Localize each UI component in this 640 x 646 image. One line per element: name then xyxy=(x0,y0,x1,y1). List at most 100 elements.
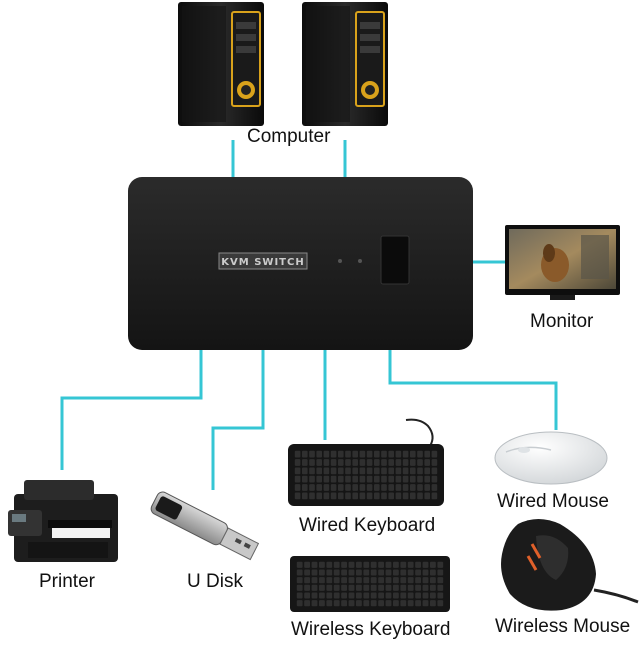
keyboard-key xyxy=(370,577,377,584)
keyboard-key xyxy=(356,561,362,568)
keyboard-key xyxy=(309,459,315,466)
keyboard-key xyxy=(323,450,330,458)
keyboard-key xyxy=(326,592,333,599)
keyboard-key xyxy=(352,459,358,466)
keyboard-key xyxy=(424,484,430,491)
keyboard-key xyxy=(395,492,402,500)
keyboard-key xyxy=(311,592,318,599)
keyboard-key xyxy=(388,484,394,491)
keyboard-key xyxy=(400,569,407,576)
keyboard-key xyxy=(348,592,355,599)
keyboard-key xyxy=(363,600,370,607)
keyboard-key xyxy=(363,584,370,591)
keyboard-key xyxy=(395,450,402,458)
computer-tower-icon xyxy=(302,2,388,126)
keyboard-key xyxy=(410,467,416,475)
keyboard-key xyxy=(437,561,444,568)
keyboard-key xyxy=(417,459,423,466)
keyboard-key xyxy=(319,561,325,568)
keyboard-key xyxy=(311,600,318,607)
keyboard-key xyxy=(410,475,416,483)
keyboard-key xyxy=(422,569,429,576)
keyboard-key xyxy=(311,569,318,576)
keyboard-key xyxy=(437,584,444,591)
keyboard-key xyxy=(388,475,394,483)
keyboard-key xyxy=(385,592,392,599)
keyboard-key xyxy=(415,592,421,599)
keyboard-key xyxy=(410,459,416,466)
keyboard-key xyxy=(333,577,340,584)
keyboard-key xyxy=(345,484,351,491)
keyboard-key xyxy=(366,475,373,483)
keyboard-key xyxy=(341,577,347,584)
keyboard-key xyxy=(323,459,330,466)
keyboard-key xyxy=(309,492,315,500)
computer-label: Computer xyxy=(247,126,331,147)
keyboard-key xyxy=(330,475,337,483)
keyboard-key xyxy=(402,484,409,491)
keyboard-key xyxy=(417,450,423,458)
wired-mouse-label: Wired Mouse xyxy=(497,491,609,512)
keyboard-key xyxy=(431,459,438,466)
keyboard-key xyxy=(304,592,310,599)
keyboard-key xyxy=(304,569,310,576)
keyboard-key xyxy=(385,577,392,584)
keyboard-key xyxy=(370,569,377,576)
keyboard-key xyxy=(296,569,303,576)
keyboard-key xyxy=(431,467,438,475)
led-indicator xyxy=(358,259,362,263)
keyboard-key xyxy=(352,492,358,500)
keyboard-key xyxy=(393,592,399,599)
keyboard-key xyxy=(311,577,318,584)
keyboard-key xyxy=(341,584,347,591)
keyboard-key xyxy=(345,450,351,458)
keyboard-key xyxy=(296,577,303,584)
keyboard-key xyxy=(400,600,407,607)
keyboard-key xyxy=(378,592,384,599)
keyboard-key xyxy=(430,561,436,568)
keyboard-key xyxy=(302,450,308,458)
led-indicator xyxy=(338,259,342,263)
keyboard-key xyxy=(302,492,308,500)
keyboard-key xyxy=(422,600,429,607)
keyboard-key xyxy=(422,577,429,584)
keyboard-key xyxy=(296,561,303,568)
gaming-mouse-icon xyxy=(501,519,639,611)
keyboard-key xyxy=(316,459,322,466)
computer-tower-icon xyxy=(178,2,264,126)
wireless-keyboard-label: Wireless Keyboard xyxy=(291,619,451,640)
keyboard-icon xyxy=(290,556,450,612)
keyboard-key xyxy=(345,467,351,475)
keyboard-key xyxy=(374,492,380,500)
keyboard-icon xyxy=(288,418,444,506)
keyboard-key xyxy=(338,475,344,483)
keyboard-key xyxy=(319,577,325,584)
keyboard-key xyxy=(431,484,438,491)
keyboard-key xyxy=(302,467,308,475)
keyboard-key xyxy=(356,592,362,599)
switch-button xyxy=(380,235,410,285)
keyboard-key xyxy=(302,459,308,466)
keyboard-key xyxy=(395,484,402,491)
keyboard-key xyxy=(363,569,370,576)
keyboard-key xyxy=(430,584,436,591)
keyboard-key xyxy=(410,450,416,458)
keyboard-key xyxy=(366,459,373,466)
keyboard-key xyxy=(330,467,337,475)
keyboard-key xyxy=(359,492,366,500)
keyboard-key xyxy=(302,484,308,491)
keyboard-key xyxy=(402,450,409,458)
keyboard-key xyxy=(326,561,333,568)
keyboard-key xyxy=(363,577,370,584)
keyboard-key xyxy=(381,475,387,483)
keyboard-key xyxy=(338,450,344,458)
keyboard-key xyxy=(424,475,430,483)
keyboard-key xyxy=(407,577,414,584)
keyboard-key xyxy=(323,475,330,483)
keyboard-key xyxy=(388,450,394,458)
keyboard-key xyxy=(348,561,355,568)
keyboard-key xyxy=(437,577,444,584)
keyboard-key xyxy=(370,600,377,607)
keyboard-key xyxy=(381,484,387,491)
